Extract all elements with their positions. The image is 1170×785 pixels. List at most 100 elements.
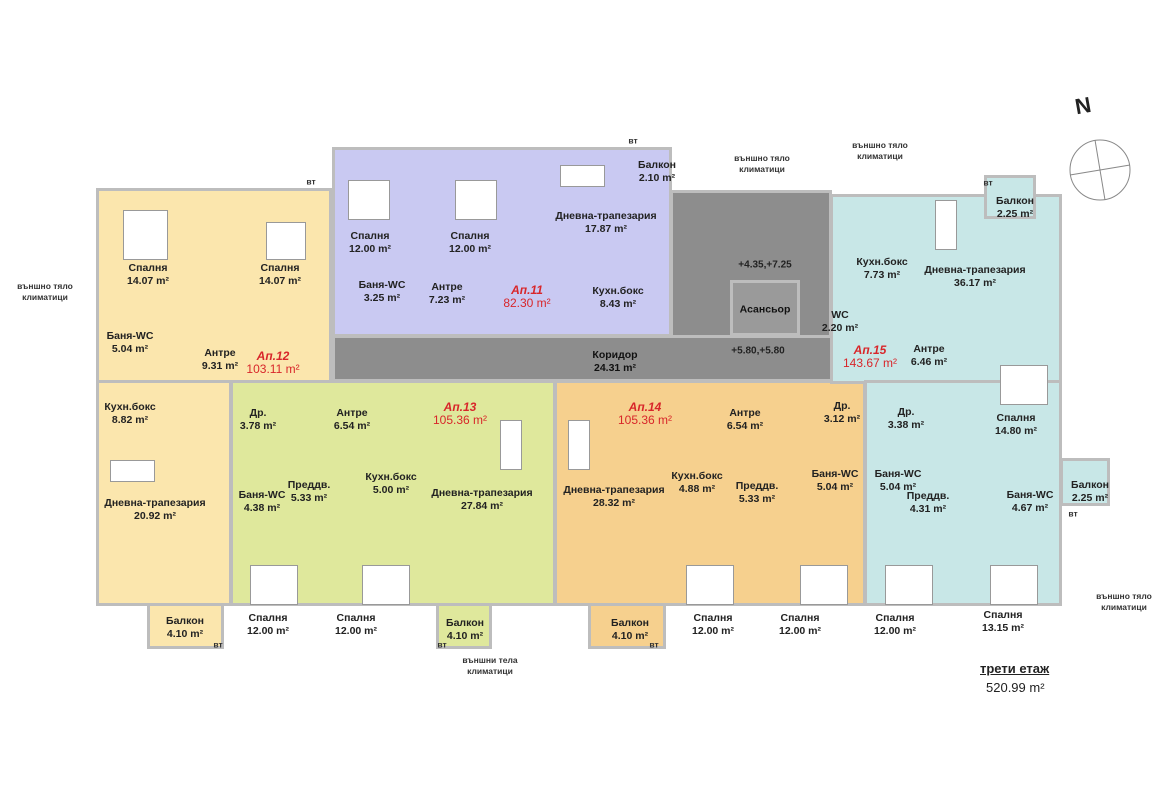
bed (686, 565, 734, 605)
bed (348, 180, 390, 220)
room-name: Баня-WC (358, 279, 406, 291)
apartment-name: Ап.12 (256, 349, 290, 363)
vt-mark: вт (649, 639, 659, 650)
room-name: Баня-WC (238, 489, 286, 501)
note-line: климатици (467, 666, 513, 676)
room-name: Др. (249, 407, 267, 419)
room-name: Антре (204, 347, 236, 359)
room-area: 4.31 m² (909, 503, 947, 515)
room-name: Спалня (875, 612, 915, 624)
bed (885, 565, 933, 605)
room-name: Дневна-трапезария (104, 497, 206, 509)
room-name: Дневна-трапезария (555, 210, 657, 222)
dining-table (500, 420, 522, 470)
room-area: 12.00 m² (246, 625, 290, 637)
room-area: 7.73 m² (863, 269, 901, 281)
room-name: Кухн.бокс (365, 471, 417, 483)
note-line: външно тяло (852, 140, 908, 150)
room-area: 5.00 m² (372, 484, 410, 496)
apartment-area: 143.67 m² (842, 356, 898, 370)
room-name: Баня-WC (811, 468, 859, 480)
vt-mark: вт (983, 177, 993, 188)
room-area: 2.20 m² (821, 322, 859, 334)
apartment-name: Ап.15 (853, 343, 887, 357)
room-area: 20.92 m² (133, 510, 177, 522)
room-name: Кухн.бокс (671, 470, 723, 482)
room-label: Др.3.78 m² (240, 407, 276, 433)
room-name: Балкон (166, 615, 204, 627)
apartment-12-balcony (147, 603, 224, 649)
room-name: Спалня (260, 262, 300, 274)
apartment-name: Ап.13 (443, 400, 477, 414)
room-area: 4.10 m² (611, 630, 649, 642)
room-name: Преддв. (287, 479, 331, 491)
room-area: 24.31 m² (593, 362, 637, 374)
vt-mark: вт (306, 176, 316, 187)
room-name: Баня-WC (874, 468, 922, 480)
room-name: Балкон (446, 617, 484, 629)
room-name: Спалня (983, 609, 1023, 621)
room-name: Спалня (996, 412, 1036, 424)
room-area: 12.00 m² (691, 625, 735, 637)
floor-name: трети етаж (980, 661, 1050, 676)
room-name: Др. (897, 406, 915, 418)
room-area: 14.80 m² (994, 425, 1038, 437)
note-line: климатици (22, 292, 68, 302)
bed (266, 222, 306, 260)
room-label: Преддв.4.31 m² (907, 490, 950, 516)
room-name: Спалня (248, 612, 288, 624)
note-line: външно тяло (1096, 591, 1152, 601)
note-line: външни тела (462, 655, 518, 665)
room-area: 3.25 m² (363, 292, 401, 304)
room-area: 12.00 m² (448, 243, 492, 255)
room-area: 3.78 m² (239, 420, 277, 432)
room-name: Баня-WC (106, 330, 154, 342)
room-name: Балкон (996, 195, 1034, 207)
bed (800, 565, 848, 605)
room-label: Асансьор (740, 304, 791, 317)
room-name: Спалня (128, 262, 168, 274)
floor-total-area: 520.99 m² (986, 680, 1045, 695)
corridor (332, 335, 862, 382)
room-area: 5.04 m² (816, 481, 854, 493)
room-area: 3.38 m² (887, 419, 925, 431)
room-area: 5.04 m² (879, 481, 917, 493)
room-area: 14.07 m² (126, 275, 170, 287)
apartment-15-balcony-side (1060, 458, 1110, 506)
room-area: 12.00 m² (348, 243, 392, 255)
room-name: Дневна-трапезария (563, 484, 665, 496)
apartment-area: 82.30 m² (503, 296, 551, 310)
vt-mark: вт (213, 639, 223, 650)
apartment-13-balcony (436, 603, 492, 649)
note-line: външно тяло (17, 281, 73, 291)
compass-icon (1069, 139, 1131, 201)
room-name: Антре (431, 281, 463, 293)
